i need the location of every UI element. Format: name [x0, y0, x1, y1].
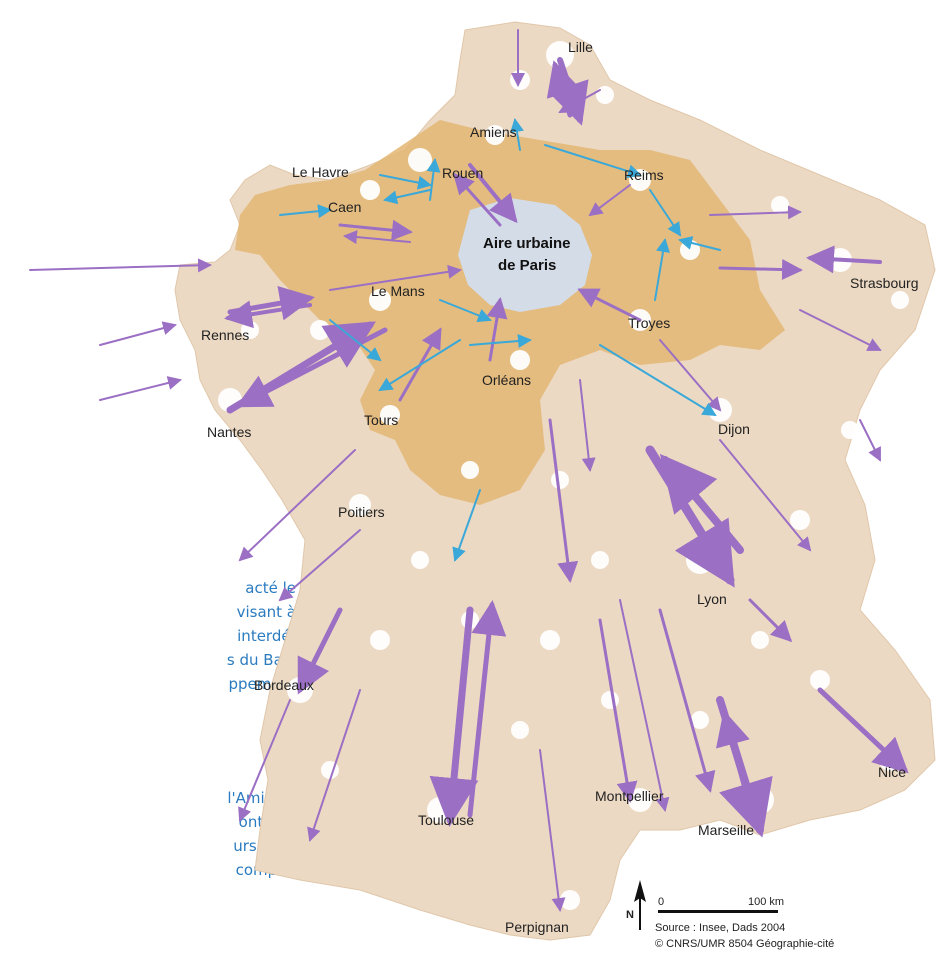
city-label-strasbourg: Strasbourg	[850, 275, 918, 291]
city-label-montpellier: Montpellier	[595, 788, 664, 804]
city-label-rouen: Rouen	[442, 165, 483, 181]
city-label-marseille: Marseille	[698, 822, 754, 838]
map-legend: N 0 100 km Source : Insee, Dads 2004 © C…	[626, 880, 834, 950]
purple-flow-arrows	[29, 29, 909, 912]
city-labels: Lille Amiens Le Havre Rouen Reims Caen A…	[201, 39, 918, 935]
city-label-orleans: Orléans	[482, 372, 531, 388]
city-label-dijon: Dijon	[718, 421, 750, 437]
north-arrow-icon	[634, 880, 646, 902]
city-label-lille: Lille	[568, 39, 593, 55]
city-label-tours: Tours	[364, 412, 398, 428]
city-label-poitiers: Poitiers	[338, 504, 385, 520]
city-label-lyon: Lyon	[697, 591, 727, 607]
source-label: Source : Insee, Dads 2004	[655, 922, 785, 934]
city-label-le-mans: Le Mans	[371, 283, 425, 299]
city-label-le-havre: Le Havre	[292, 164, 349, 180]
city-label-bordeaux: Bordeaux	[254, 677, 314, 693]
copyright-label: © CNRS/UMR 8504 Géographie-cité	[655, 938, 834, 950]
city-label-paris-line1: Aire urbaine	[483, 235, 571, 252]
city-label-toulouse: Toulouse	[418, 812, 474, 828]
city-label-paris-line2: de Paris	[498, 257, 556, 274]
scale-zero-label: 0	[658, 896, 664, 908]
blue-flow-arrows	[279, 118, 721, 562]
city-label-reims: Reims	[624, 167, 664, 183]
paris-basin-zone	[235, 120, 785, 505]
north-label: N	[626, 909, 634, 921]
city-label-troyes: Troyes	[628, 315, 670, 331]
paris-urban-area	[458, 198, 592, 312]
city-label-perpignan: Perpignan	[505, 919, 569, 935]
city-label-rennes: Rennes	[201, 327, 249, 343]
scale-bar	[658, 910, 778, 913]
article-line: visant à	[236, 603, 296, 621]
city-label-nantes: Nantes	[207, 424, 251, 440]
article-line: interdé-	[237, 627, 296, 645]
city-label-nice: Nice	[878, 764, 906, 780]
scale-distance-label: 100 km	[748, 896, 784, 908]
city-label-amiens: Amiens	[470, 124, 517, 140]
city-label-caen: Caen	[328, 199, 361, 215]
